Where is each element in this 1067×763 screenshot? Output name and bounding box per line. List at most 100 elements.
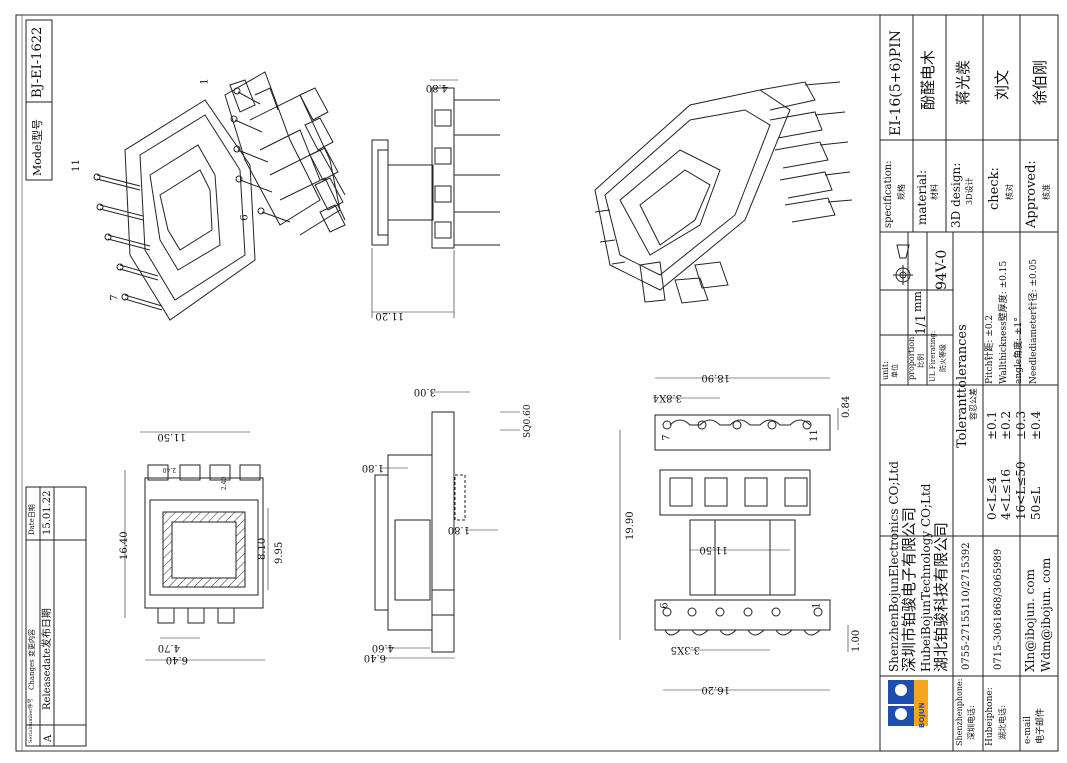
pin-label-11: 11	[70, 159, 82, 172]
company-name2-en: HubeiBojunTechnology CO;Ltd	[919, 483, 933, 672]
tol-value-3: ±0.4	[1029, 410, 1043, 440]
change-row-serial: A	[43, 734, 54, 742]
proportion-label: proportion:	[907, 334, 916, 380]
check-value: 刘文	[993, 69, 1011, 100]
spec-label: specification:	[883, 160, 894, 228]
dim-front-b1: 4.60	[371, 642, 394, 653]
dim-pcb-h: 19.90	[625, 511, 636, 540]
dim-front-top: 3.00	[413, 386, 436, 397]
dim-bottom-w1: 11.50	[157, 431, 186, 442]
contact-email-value2: Wdm@ibojun. com	[1039, 557, 1053, 672]
pcb-pin-1: 1	[811, 602, 823, 609]
fire-value: 94V-0	[934, 249, 950, 290]
approved-value: 徐伯刚	[1031, 59, 1049, 105]
dim-bottom-h1: 16.40	[119, 531, 130, 560]
design-value: 蒋光彂	[954, 59, 972, 105]
dim-front-d2: 1.80	[447, 524, 470, 535]
design-label: 3D design:	[949, 162, 963, 228]
dim-pcb-bw: 16.20	[701, 684, 730, 695]
dim-front-b2: 6.40	[363, 652, 386, 663]
fire-label: UL Firerating:	[929, 330, 937, 382]
dim-pcb-b: 1.00	[851, 629, 862, 652]
tol-note-3: Needlediameter针径: ±0.05	[1029, 258, 1039, 384]
title-block	[879, 14, 1059, 752]
tol-value-0: ±0.1	[985, 410, 999, 440]
dim-side-width: 11.20	[375, 310, 404, 321]
tol-note-1: Wallthickness壁厚度: ±0.15	[999, 260, 1009, 384]
change-row-change: Releasedate发布日期	[42, 608, 53, 710]
tolerance-title: Toleranttolerances	[955, 324, 970, 448]
bottom-view	[124, 431, 269, 661]
pcb-view	[619, 377, 849, 691]
proportion-value: 1/1	[914, 314, 929, 335]
tol-note-2: angle角度: ±1°	[1014, 317, 1024, 384]
front-view	[374, 391, 520, 659]
tol-value-1: ±0.2	[999, 410, 1013, 440]
dim-front-d1: 1.80	[361, 462, 384, 473]
unit-label-cn: 单位	[891, 364, 899, 378]
tol-range-0: 0<L≤4	[985, 476, 999, 520]
pcb-pin-11: 11	[808, 429, 820, 442]
model-value: BJ-EI-1622	[30, 26, 45, 98]
pin-label-1: 1	[199, 78, 211, 85]
side-view	[371, 79, 500, 318]
logo-text: BOJUN	[918, 702, 926, 728]
check-label: check:	[987, 167, 1002, 210]
pin-label-7: 7	[109, 294, 121, 301]
change-row-date: 15.01.22	[42, 490, 53, 535]
contact-email-label: e-mail	[1023, 715, 1033, 744]
contact-sz-label-cn: 深圳电话:	[967, 705, 976, 740]
dim-pin-len: 4.80	[425, 82, 448, 93]
change-table	[25, 486, 87, 747]
model-label: Model型号	[31, 119, 44, 176]
material-label-cn: 材料	[930, 184, 939, 200]
dim-pcb-w: 18.90	[701, 372, 730, 383]
contact-hb-label-cn: 湖北电话:	[998, 705, 1007, 740]
change-header-serial: Serialnumber序号	[28, 698, 34, 743]
material-value: 酚醛电木	[919, 49, 937, 110]
dim-bottom-w3: 2.40	[221, 476, 228, 490]
dim-bottom-h3: 9.95	[274, 541, 285, 564]
dim-bottom-b1: 4.70	[157, 642, 180, 653]
contact-email-label-cn: 电子邮件	[1036, 707, 1046, 744]
fire-label-cn: 防火等级	[939, 344, 947, 372]
bojun-logo	[888, 680, 928, 726]
tolerance-subtitle: 容忍公差	[969, 388, 978, 420]
dim-bottom-w2: 2.40	[162, 466, 176, 473]
change-header-date: Date日期	[28, 504, 36, 535]
dim-pcb-pitch-bot: 3.3X5	[670, 644, 700, 655]
approved-label: Approved:	[1024, 160, 1039, 228]
tol-range-2: 16<L≤50	[1014, 461, 1028, 520]
approved-label-cn: 核准	[1042, 184, 1051, 200]
dim-pcb-mid: 11.50	[699, 544, 728, 555]
dim-bottom-b2: 6.40	[165, 654, 188, 665]
unit-label: unit:	[881, 361, 890, 380]
dim-bottom-h2: 8.10	[257, 537, 268, 560]
tol-range-1: 4<L≤16	[999, 469, 1013, 520]
contact-sz-label: Shenzhenphone:	[955, 678, 964, 746]
dim-front-sq: SQ0.60	[523, 404, 533, 438]
dim-pcb-pitch-top: 3.8X4	[652, 392, 682, 403]
proportion-label-cn: 比例	[917, 354, 925, 368]
unit-value: mm	[911, 291, 924, 312]
contact-hb-value: 0715-3061868/3065989	[993, 548, 1004, 670]
isometric-view-right	[594, 81, 853, 304]
spec-label-cn: 规格	[897, 184, 906, 200]
pcb-pin-6: 6	[659, 602, 671, 609]
design-label-cn: 3D设计	[965, 177, 974, 205]
isometric-view-left	[93, 71, 346, 321]
company-name1-en: ShenzhenBojunElectronics CO;Ltd	[887, 461, 901, 672]
pcb-pin-7: 7	[661, 434, 673, 441]
check-label-cn: 核对	[1005, 184, 1014, 200]
spec-value: EI-16(5+6)PIN	[888, 30, 904, 136]
tol-range-3: 50≤L	[1029, 486, 1043, 520]
material-label: material:	[915, 169, 929, 225]
model-box	[25, 19, 53, 181]
tol-note-0: Pitch针距: ±0.2	[985, 314, 995, 384]
contact-email-value1: Xln@ibojun. com	[1023, 569, 1037, 672]
company-name1-cn: 深圳市铂骏电子有限公司	[900, 506, 918, 672]
change-header-change: Changes 变更内容	[28, 629, 36, 690]
company-name2-cn: 湖北铂骏科技有限公司	[932, 521, 950, 672]
dim-pcb-t: 0.84	[841, 395, 852, 418]
